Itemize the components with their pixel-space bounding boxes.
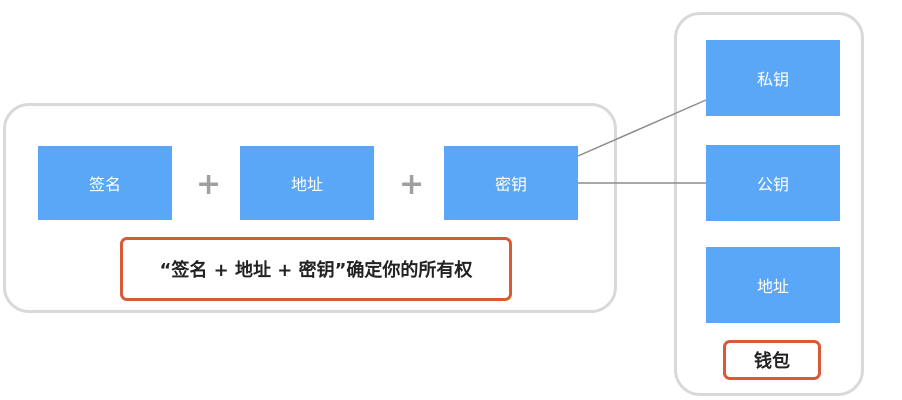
wallet-address-block: 地址 (706, 247, 840, 323)
key-block: 密钥 (444, 146, 578, 220)
address-block: 地址 (240, 146, 374, 220)
private-key-block: 私钥 (706, 40, 840, 116)
ownership-caption: “签名 + 地址 + 密钥”确定你的所有权 (120, 237, 512, 301)
plus-sign: + (196, 167, 222, 202)
public-key-block: 公钥 (706, 145, 840, 221)
wallet-label: 钱包 (723, 340, 821, 380)
plus-sign: + (399, 167, 425, 202)
signature-block: 签名 (38, 146, 172, 220)
